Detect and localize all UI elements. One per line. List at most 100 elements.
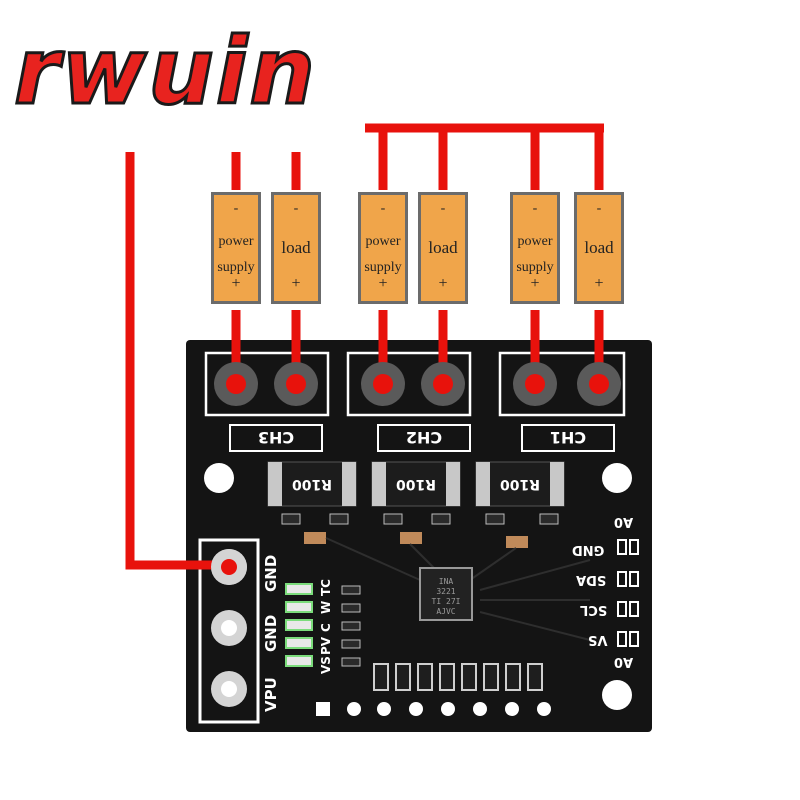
plus-sign: + [291, 275, 301, 292]
smd-resistor [485, 513, 505, 525]
component-label: load [428, 238, 458, 257]
bottom-pad [409, 702, 423, 716]
ch2-label-box [377, 424, 471, 452]
minus-sign: - [233, 201, 239, 216]
jumper-pad [617, 571, 627, 587]
plus-sign: + [530, 275, 540, 292]
shunt-label: R100 [500, 476, 540, 492]
chip-marking: 3221 [436, 587, 455, 596]
led-label-pv: PV [319, 636, 333, 655]
smd-resistor [431, 513, 451, 525]
smd-resistor [329, 513, 349, 525]
minus-sign: - [596, 201, 602, 216]
terminal-block-ch3 [204, 351, 330, 417]
led-label-w: W [319, 601, 333, 614]
jumper-pad [617, 539, 627, 555]
bottom-pad [347, 702, 361, 716]
jumper-pad [629, 539, 639, 555]
led-indicator [285, 583, 313, 595]
pin-label-gnd: GND [262, 555, 280, 592]
pin-hole [221, 681, 237, 697]
bottom-pad [505, 702, 519, 716]
led-resistor [341, 585, 361, 595]
component-label: power supply [217, 234, 255, 275]
right-label-sda: SDA [576, 572, 606, 587]
red-wires [125, 123, 604, 570]
ch3-label: CH3 [258, 428, 294, 447]
right-label-vs: VS [588, 632, 607, 647]
plus-sign: + [438, 275, 448, 292]
ch1-label: CH1 [550, 428, 586, 447]
smd-capacitor [304, 532, 326, 544]
chip-marking: TI 27I [432, 597, 461, 606]
shunt-resistor [371, 461, 461, 507]
jumper-pad [617, 631, 627, 647]
ch2-label: CH2 [406, 428, 442, 447]
right-label-a0-bottom: A0 [614, 654, 633, 669]
led-label-tc: TC [319, 579, 333, 596]
jumper-pad [629, 601, 639, 617]
smd-resistor [539, 513, 559, 525]
plus-sign: + [594, 275, 604, 292]
bottom-pad [441, 702, 455, 716]
shunt-label: R100 [396, 476, 436, 492]
chip-marking: AJVC [436, 607, 455, 616]
smd-capacitor [400, 532, 422, 544]
shunt-resistor [475, 461, 565, 507]
jumper-pad [629, 571, 639, 587]
power-supply-box-ch3: - power supply + [211, 192, 261, 304]
plus-sign: + [378, 275, 388, 292]
minus-sign: - [440, 201, 446, 216]
smd-capacitor [506, 536, 528, 548]
terminal-block-ch2 [346, 351, 472, 417]
component-label: load [584, 238, 614, 257]
right-label-gnd: GND [572, 542, 605, 557]
chip-marking: INA [439, 577, 454, 586]
led-indicator [285, 619, 313, 631]
pin-hole [221, 620, 237, 636]
mounting-hole [204, 463, 234, 493]
bottom-pad [473, 702, 487, 716]
led-indicator [285, 655, 313, 667]
component-label: power supply [516, 234, 554, 275]
led-resistor [341, 621, 361, 631]
minus-sign: - [532, 201, 538, 216]
ch3-label-box [229, 424, 323, 452]
pin-label-vpu: VPU [262, 677, 280, 712]
wire-end [221, 559, 237, 575]
led-label-vs: VS [319, 656, 333, 674]
jumper-pad [617, 601, 627, 617]
led-resistor [341, 657, 361, 667]
bottom-pad [377, 702, 391, 716]
led-label-c: C [319, 623, 333, 632]
mounting-hole [602, 680, 632, 710]
power-supply-box-ch1: - power supply + [510, 192, 560, 304]
plus-sign: + [231, 275, 241, 292]
power-supply-box-ch2: - power supply + [358, 192, 408, 304]
minus-sign: - [380, 201, 386, 216]
smd-resistor [383, 513, 403, 525]
shunt-resistor [267, 461, 357, 507]
shunt-label: R100 [292, 476, 332, 492]
right-label-scl: SCL [580, 602, 607, 617]
smd-resistor [281, 513, 301, 525]
load-box-ch2: - load + [418, 192, 468, 304]
led-indicator [285, 601, 313, 613]
resistor-array [373, 663, 543, 691]
right-label-a0-top: A0 [614, 514, 633, 529]
led-resistor [341, 603, 361, 613]
ch1-label-box [521, 424, 615, 452]
load-box-ch1: - load + [574, 192, 624, 304]
pcb-traces [325, 537, 591, 641]
led-indicator [285, 637, 313, 649]
led-resistor [341, 639, 361, 649]
brand-logo: rwuin [13, 18, 317, 125]
bottom-pad [537, 702, 551, 716]
minus-sign: - [293, 201, 299, 216]
screw-terminals [214, 362, 621, 406]
component-label: load [281, 238, 311, 257]
pin-label-gnd: GND [262, 615, 280, 652]
mounting-hole [602, 463, 632, 493]
